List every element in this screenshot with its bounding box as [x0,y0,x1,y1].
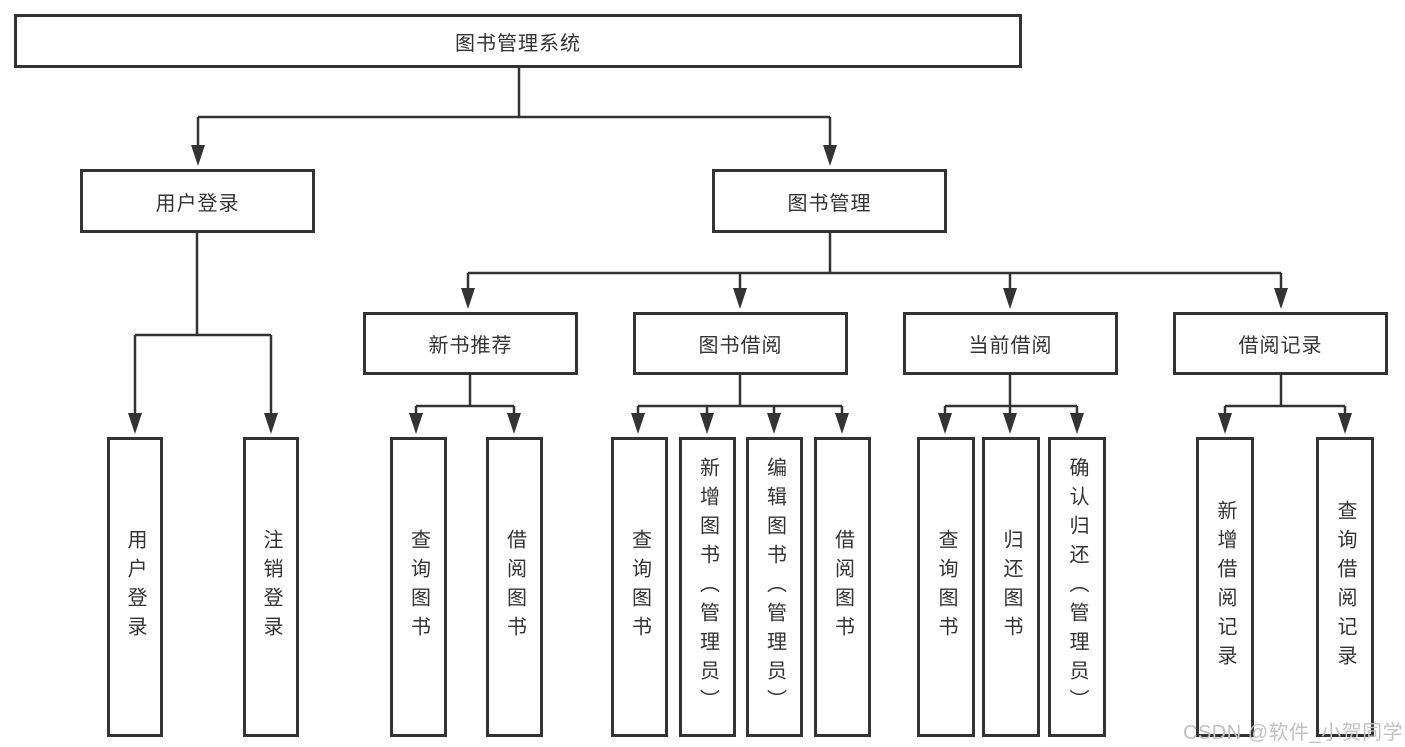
connector-book-management-to-level3 [461,233,1288,309]
connector-new-book-recommend-to-leaves [409,375,521,434]
leaf-borrow-query-books: 查询图书 [611,437,668,737]
connector-current-borrow-to-leaves [938,375,1084,434]
leaf-logout: 注销登录 [243,437,299,737]
leaf-current-confirm-return-admin: 确认归还（管理员） [1048,437,1106,737]
connector-root-to-level2 [191,67,837,166]
leaf-records-add-record: 新增借阅记录 [1196,437,1254,737]
watermark: CSDN @软件_小贺同学 [1183,722,1404,744]
node-new-book-recommend: 新书推荐 [363,312,578,375]
node-book-management: 图书管理 [712,169,947,233]
leaf-current-return-books: 归还图书 [982,437,1040,737]
leaf-borrow-edit-books-admin: 编辑图书（管理员） [746,437,803,737]
leaf-borrow-add-books-admin: 新增图书（管理员） [679,437,736,737]
node-borrow-records: 借阅记录 [1173,312,1388,375]
connector-borrow-records-to-leaves [1218,375,1352,434]
leaf-recommend-borrow-books: 借阅图书 [486,437,543,737]
node-book-borrow: 图书借阅 [633,312,848,375]
leaf-borrow-borrow-books: 借阅图书 [814,437,871,737]
leaf-user-login: 用户登录 [107,437,163,737]
node-current-borrow: 当前借阅 [903,312,1118,375]
node-user-login: 用户登录 [80,169,315,233]
leaf-records-query-record: 查询借阅记录 [1316,437,1374,737]
node-root-system: 图书管理系统 [14,14,1022,68]
connector-user-login-to-leaves [128,233,278,434]
connector-book-borrow-to-leaves [631,375,849,434]
leaf-current-query-books: 查询图书 [917,437,975,737]
leaf-recommend-query-books: 查询图书 [390,437,447,737]
